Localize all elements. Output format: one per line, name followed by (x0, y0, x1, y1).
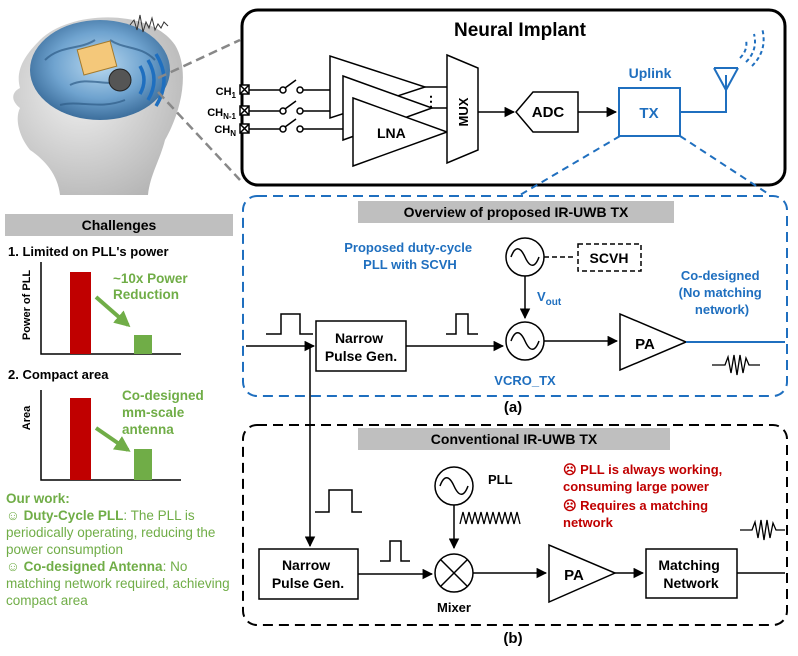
conventional-header-text: Conventional IR-UWB TX (431, 431, 598, 447)
channel-dots: ⋮ (424, 93, 438, 109)
scvh-block (577, 243, 642, 272)
challenges-header (5, 214, 233, 236)
mux-block (446, 53, 479, 165)
implant-title: Neural Implant (454, 20, 587, 41)
chart1-y-label: Power of PLL (21, 270, 33, 341)
channel-inputs (239, 79, 353, 134)
channel-label-n: CHN (214, 124, 236, 138)
our-work-point-2: ☺ Co-designed Antenna: No matching netwo… (6, 559, 230, 608)
chart1-note: ~10x Power Reduction (113, 271, 191, 302)
codesigned-label: Co-designed (No matching network) (679, 268, 766, 317)
conventional-header (358, 428, 670, 450)
pa-block-a (619, 312, 688, 372)
uwb-output-pulse-b (740, 519, 785, 541)
electrode-array (76, 40, 118, 76)
chart2-y-label: Area (21, 405, 33, 430)
chart1-arrow (94, 295, 131, 328)
mux-label: MUX (456, 97, 471, 126)
channel-label-n-1: CHN-1 (207, 107, 236, 121)
tx-block (618, 87, 681, 137)
chart1-bar-proposed (134, 335, 152, 354)
antenna-icon (680, 27, 765, 113)
lna-amplifier-3 (352, 96, 450, 168)
chart1-bar-conventional (70, 272, 91, 354)
caption-a: (a) (504, 399, 522, 416)
chart2-arrow (94, 426, 131, 452)
chart2-bar-conventional (70, 398, 91, 480)
narrow-pulse-gen-b (258, 548, 359, 600)
pll-label: Proposed duty-cycle PLL with SCVH (344, 240, 476, 272)
caption-b: (b) (503, 630, 522, 647)
lna-label: LNA (377, 125, 406, 141)
vout-label: Vout (537, 289, 562, 308)
narrow-pulse-b (380, 540, 410, 562)
narrow-pulse-gen-b-label: Narrow Pulse Gen. (272, 557, 344, 591)
uwb-output-pulse-a (712, 354, 760, 376)
challenge-1-title: 1. Limited on PLL's power (8, 244, 169, 259)
channel-label-1: CH1 (216, 86, 237, 100)
conventional-tx-box (242, 424, 788, 626)
smile-icon: ☺ (6, 508, 20, 523)
wireless-signal-icon (138, 53, 166, 107)
uplink-label: Uplink (629, 65, 672, 81)
neural-signal-trace (129, 14, 169, 33)
adc-label: ADC (532, 104, 565, 121)
pa-label-a: PA (635, 336, 655, 353)
vcro-label: VCRO_TX (494, 373, 556, 388)
head-illustration (13, 14, 183, 195)
narrow-pulse-gen-a (315, 320, 407, 372)
pa-block-b (548, 543, 617, 604)
implant-chip (108, 68, 132, 92)
proposed-header-text: Overview of proposed IR-UWB TX (404, 204, 629, 220)
pa-label-b: PA (564, 567, 584, 584)
narrow-pulse-a (446, 313, 478, 335)
pll-waveform (459, 511, 521, 525)
matching-network-label: Matching Network (658, 557, 723, 591)
scvh-label: SCVH (590, 250, 629, 266)
input-pulse (266, 313, 313, 335)
pll-label-b: PLL (488, 472, 513, 487)
sine-icon (510, 248, 540, 266)
chart2-note: Co-designed mm-scale antenna (122, 388, 208, 437)
chart2-bar-proposed (134, 449, 152, 480)
input-pulse-b (315, 489, 362, 513)
mixer-label: Mixer (437, 600, 471, 615)
proposed-header (358, 201, 674, 223)
our-work-title: Our work: (6, 491, 70, 506)
narrow-pulse-gen-a-label: Narrow Pulse Gen. (325, 330, 397, 364)
tx-label: TX (639, 105, 658, 122)
matching-network-block (645, 548, 738, 599)
our-work-point-1: ☺ Duty-Cycle PLL: The PLL is periodicall… (6, 508, 216, 557)
warning-2: ☹ Requires a matching network (563, 498, 712, 530)
warning-1: ☹ PLL is always working, consuming large… (563, 462, 726, 494)
challenges-title: Challenges (82, 217, 157, 233)
challenge-2-title: 2. Compact area (8, 367, 109, 382)
proposed-tx-box (242, 195, 788, 397)
our-work-block: Our work: ☺ Duty-Cycle PLL: The PLL is p… (6, 490, 238, 609)
smile-icon: ☺ (6, 559, 20, 574)
